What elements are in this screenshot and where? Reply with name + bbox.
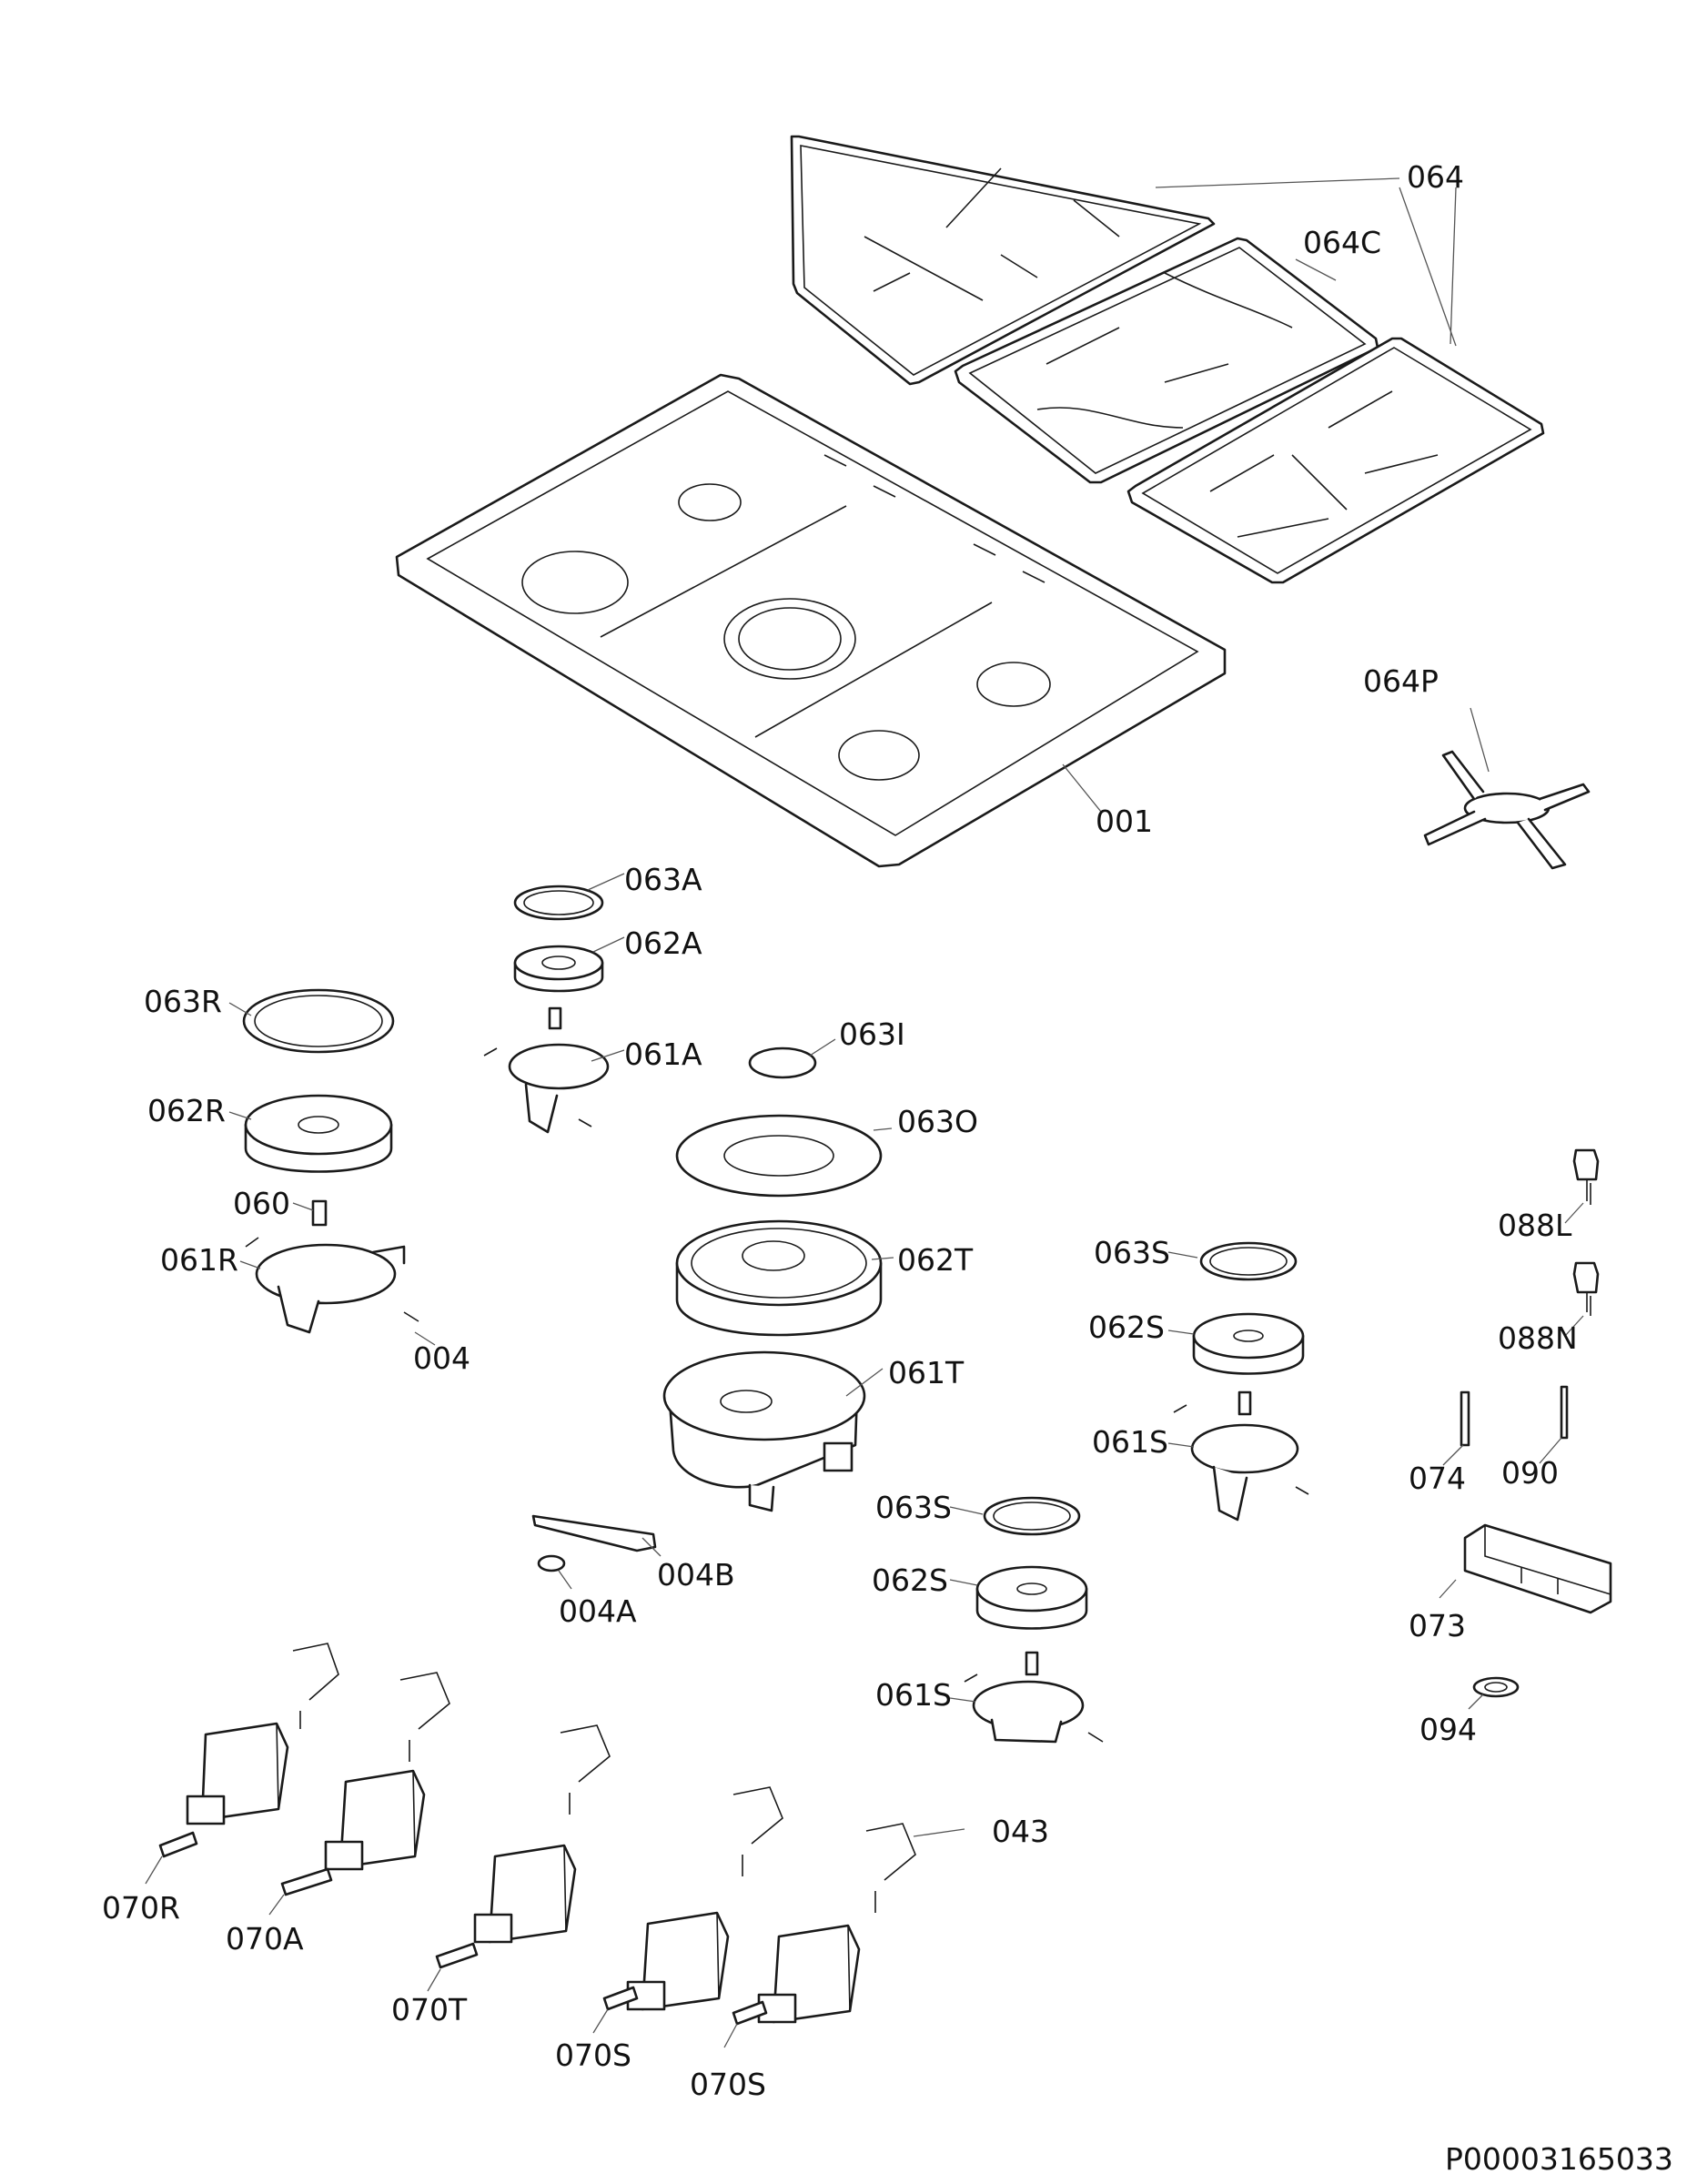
label-088n: 088N xyxy=(1498,1320,1578,1356)
document-number: P00003165033 xyxy=(1445,2141,1673,2177)
jets-and-sensors xyxy=(1439,1148,1612,1710)
pan-support-left xyxy=(790,135,1216,386)
label-088l: 088L xyxy=(1498,1208,1572,1243)
label-062t: 062T xyxy=(897,1242,974,1278)
gas-taps xyxy=(145,1643,965,2048)
label-064p: 064P xyxy=(1363,663,1439,699)
burner-semirapid-upper-parts xyxy=(1167,1241,1309,1522)
pan-support-right xyxy=(1126,337,1545,584)
label-074: 074 xyxy=(1409,1461,1466,1496)
label-070a: 070A xyxy=(226,1921,304,1956)
label-064c: 064C xyxy=(1303,225,1381,260)
label-004b: 004B xyxy=(657,1557,735,1592)
wok-adapter-spider xyxy=(1423,707,1591,870)
label-004a: 004A xyxy=(559,1593,637,1629)
label-063a: 063A xyxy=(624,862,702,897)
label-061s-lower: 061S xyxy=(875,1677,952,1713)
part-labels: 064 064C 064P 001 063A 062A 061A 063R 06… xyxy=(102,159,1578,2102)
label-070r: 070R xyxy=(102,1890,180,1926)
label-060: 060 xyxy=(233,1186,290,1221)
label-090: 090 xyxy=(1501,1455,1559,1491)
label-004: 004 xyxy=(413,1340,470,1376)
label-043: 043 xyxy=(992,1814,1049,1849)
burner-auxiliary-parts xyxy=(483,873,625,1134)
label-063i: 063I xyxy=(839,1016,905,1052)
label-061r: 061R xyxy=(160,1242,238,1278)
burner-rapid-parts xyxy=(228,988,436,1346)
gas-tap-semirapid-2 xyxy=(723,1823,965,2048)
label-061t: 061T xyxy=(888,1355,965,1390)
label-061s-upper: 061S xyxy=(1092,1424,1168,1460)
label-070t: 070T xyxy=(391,1992,468,2027)
leader-lines-064 xyxy=(1155,177,1457,347)
gas-tap-semirapid-1 xyxy=(592,1786,783,2034)
burner-triple-crown-parts xyxy=(662,1038,894,1512)
label-001: 001 xyxy=(1096,804,1153,839)
burner-tool-parts xyxy=(531,1514,662,1590)
label-064: 064 xyxy=(1407,159,1464,195)
label-063s-upper: 063S xyxy=(1094,1235,1170,1270)
label-063r: 063R xyxy=(144,984,222,1019)
label-062s-lower: 062S xyxy=(872,1562,948,1598)
label-070s-1: 070S xyxy=(555,2037,631,2073)
label-073: 073 xyxy=(1409,1608,1466,1643)
hob-top-plate xyxy=(395,373,1227,868)
label-062s-upper: 062S xyxy=(1088,1309,1165,1345)
gas-tap-auxiliary xyxy=(268,1672,450,1916)
label-062a: 062A xyxy=(624,925,702,961)
label-061a: 061A xyxy=(624,1036,702,1072)
label-062r: 062R xyxy=(147,1093,226,1128)
pan-support-middle xyxy=(954,237,1379,484)
label-070s-2: 070S xyxy=(690,2067,766,2102)
label-063s-lower: 063S xyxy=(875,1490,952,1525)
gas-tap-rapid xyxy=(145,1643,339,1885)
label-094: 094 xyxy=(1419,1712,1477,1747)
gas-tap-triple-crown xyxy=(427,1724,611,1992)
burner-semirapid-lower-parts xyxy=(949,1496,1104,1744)
label-063o: 063O xyxy=(897,1104,978,1139)
